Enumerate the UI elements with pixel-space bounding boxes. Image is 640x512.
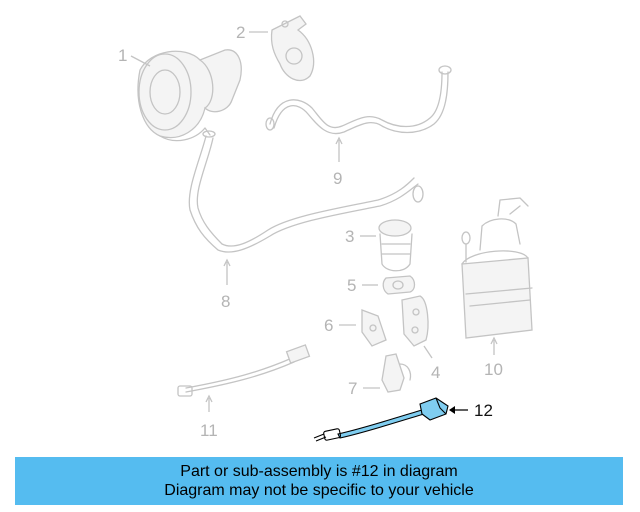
callout-4[interactable]: 4 <box>431 363 440 382</box>
callout-8[interactable]: 8 <box>221 292 230 311</box>
callout-2[interactable]: 2 <box>236 23 245 42</box>
callout-7[interactable]: 7 <box>348 379 357 398</box>
parts-diagram: 1 2 9 8 3 5 6 <box>118 15 533 442</box>
banner-line-1: Part or sub-assembly is #12 in diagram <box>180 463 458 480</box>
arrow-8 <box>223 258 231 267</box>
part-2-bracket[interactable] <box>270 15 315 81</box>
arrow-9 <box>335 136 343 145</box>
part-6-plate[interactable] <box>361 309 387 347</box>
banner-line-2: Diagram may not be specific to your vehi… <box>164 482 474 499</box>
arrow-10 <box>490 336 498 345</box>
part-1-air-pump[interactable] <box>137 49 242 142</box>
callout-10[interactable]: 10 <box>484 360 503 379</box>
callout-6[interactable]: 6 <box>324 316 333 335</box>
part-info-banner: Part or sub-assembly is #12 in diagram D… <box>15 457 623 505</box>
callout-3[interactable]: 3 <box>345 227 354 246</box>
arrow-12 <box>449 406 455 414</box>
part-9-hose[interactable] <box>265 65 452 135</box>
part-10-canister[interactable] <box>461 197 533 339</box>
part-12-oxygen-sensor[interactable] <box>313 397 449 442</box>
part-7-mount[interactable] <box>381 353 412 393</box>
callout-12[interactable]: 12 <box>474 401 493 420</box>
callout-1[interactable]: 1 <box>118 46 127 65</box>
part-8-pipe[interactable] <box>188 130 424 253</box>
part-11-oxygen-sensor[interactable] <box>177 344 311 397</box>
callout-9[interactable]: 9 <box>333 169 342 188</box>
callout-5[interactable]: 5 <box>347 276 356 295</box>
part-3-valve[interactable] <box>378 219 413 272</box>
part-5-gasket[interactable] <box>382 275 416 295</box>
leader-4 <box>423 345 433 359</box>
arrow-11 <box>205 394 213 403</box>
callout-11[interactable]: 11 <box>200 421 218 440</box>
part-4-bracket[interactable] <box>401 295 429 347</box>
leader-1 <box>130 55 151 67</box>
